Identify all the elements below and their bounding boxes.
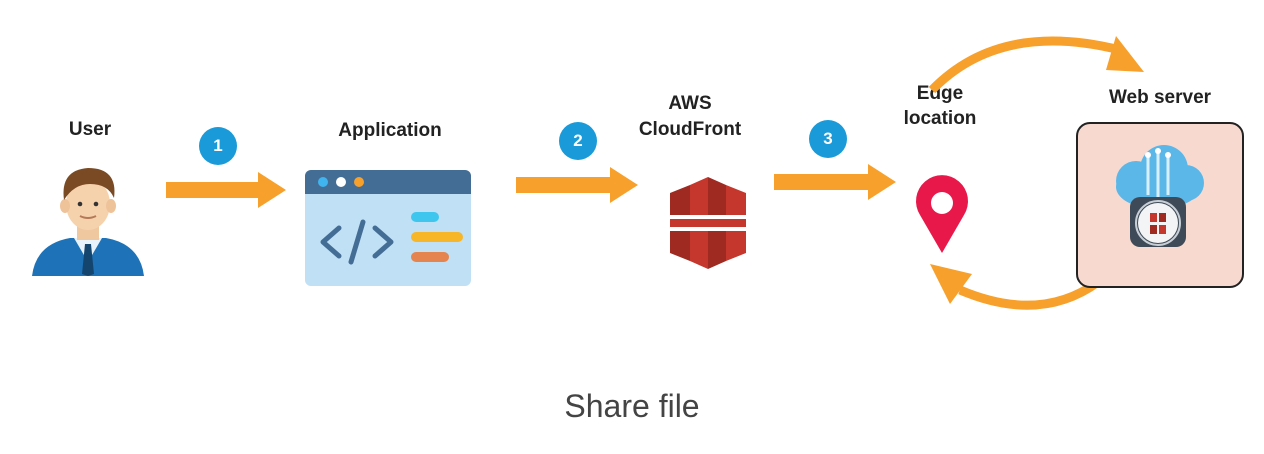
edge-label-line1: Edge: [916, 83, 964, 104]
curved-arrow-webserver-to-edge: [930, 264, 1101, 310]
step-badge-1: 1: [199, 127, 237, 165]
cloud-server-icon: [1116, 145, 1204, 247]
application-label: Application: [338, 120, 442, 141]
diagram-caption: Share file: [564, 388, 700, 424]
arrow-cloudfront-to-edge: [774, 164, 896, 200]
curved-arrow-edge-to-webserver: [928, 36, 1144, 94]
edge-label-line2: location: [903, 108, 977, 129]
step-badge-3: 3: [809, 120, 847, 158]
aws-cloudfront-icon: [670, 177, 746, 269]
arrow-application-to-cloudfront: [516, 167, 638, 203]
webserver-label: Web server: [1108, 87, 1212, 108]
application-code-window-icon: [305, 170, 471, 286]
step-badge-2: 2: [559, 122, 597, 160]
cloudfront-label-line1: AWS: [668, 93, 712, 114]
user-label: User: [68, 119, 112, 140]
user-avatar-icon: [32, 168, 144, 276]
edge-location-pin-icon: [916, 175, 968, 253]
cloudfront-label-line2: CloudFront: [638, 119, 742, 140]
arrow-user-to-application: [166, 172, 286, 208]
